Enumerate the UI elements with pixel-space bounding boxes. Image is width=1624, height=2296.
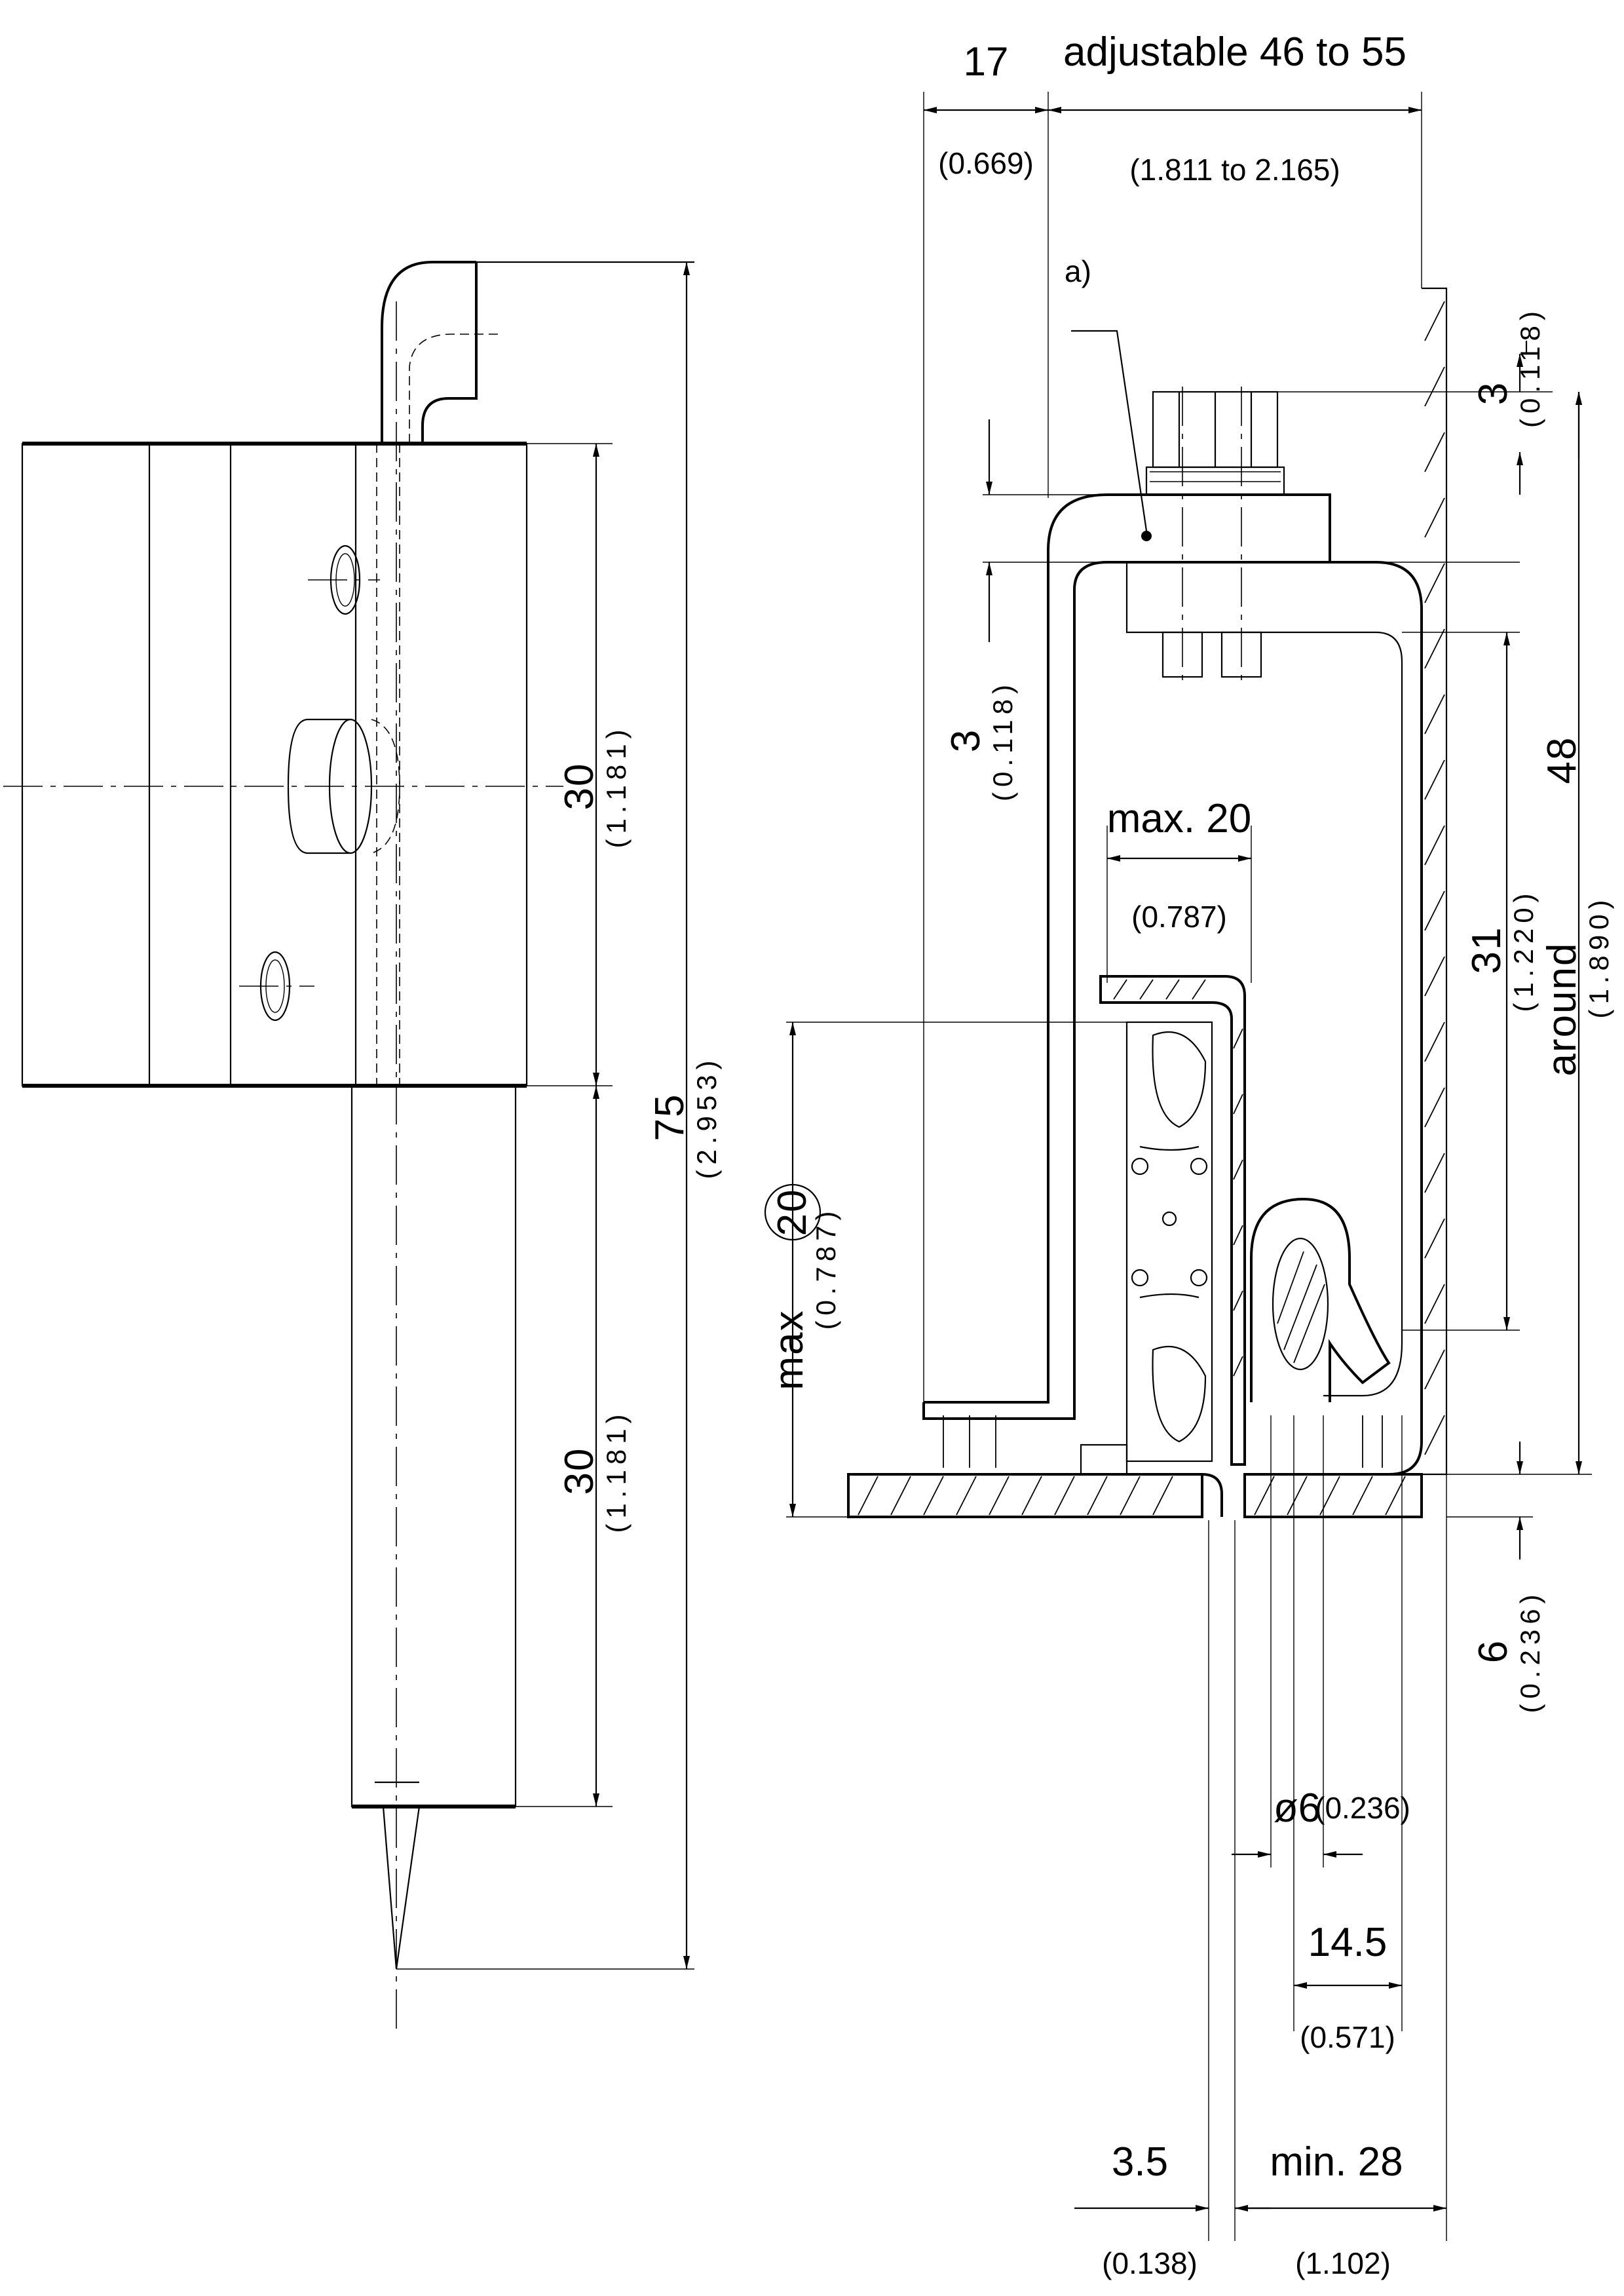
hook-outer <box>381 261 476 444</box>
dim-around48: 48 <box>1539 737 1585 784</box>
dim-17-inch: (0.669) <box>938 146 1034 180</box>
pin-tip <box>382 1806 421 1970</box>
dim-75-inch: (2.953) <box>691 1055 722 1179</box>
dim-30-upper-inch: (1.181) <box>601 724 632 848</box>
dim-min28-inch: (1.102) <box>1295 2246 1391 2280</box>
dim-adjustable-inch: (1.811 to 2.165) <box>1129 153 1340 187</box>
dim-17: 17 <box>964 39 1009 85</box>
dim-3-left-inch: (0.118) <box>987 679 1018 801</box>
dim-6-inch: (0.236) <box>1515 1589 1545 1713</box>
lower-screw-hole <box>239 951 314 1022</box>
hex-nut <box>1145 391 1285 496</box>
left-side-view: 30 (1.181) 30 (1.181) 75 (2.953) <box>3 261 722 2031</box>
door-profile <box>1099 975 1246 1466</box>
dim-max20-vertical-circle <box>764 1183 821 1241</box>
door-panel <box>847 1415 1423 1518</box>
weld-point <box>1141 531 1152 541</box>
upper-screw-hole <box>308 545 380 615</box>
dim-6: 6 <box>1471 1639 1516 1663</box>
dim-around48-inch: (1.890) <box>1583 894 1614 1018</box>
frame-wall <box>1422 287 1448 1476</box>
dim-phi6: ø6 <box>1274 1786 1321 1831</box>
dim-30-lower-inch: (1.181) <box>601 1409 632 1533</box>
dim-3-5-inch: (0.138) <box>1102 2246 1198 2280</box>
dim-3-top: 3 <box>1471 381 1516 405</box>
hook-inner <box>421 262 478 444</box>
dim-14-5-inch: (0.571) <box>1300 2020 1395 2054</box>
dim-phi6-inch: (0.236) <box>1315 1791 1410 1825</box>
dim-min28: min. 28 <box>1270 2139 1403 2185</box>
block-outline <box>21 442 528 1087</box>
bracket-inner-2 <box>1125 562 1403 1397</box>
pin-eye <box>1250 1197 1391 1402</box>
dim-3-left: 3 <box>943 729 989 752</box>
dim-31: 31 <box>1464 927 1509 974</box>
right-section-view: a) 17 (0.669) adjustable 46 to 55 (1.811… <box>764 29 1614 2280</box>
note-a-leader <box>1071 330 1148 531</box>
dim-30-lower: 30 <box>557 1447 602 1495</box>
dim-30-upper: 30 <box>557 763 602 811</box>
note-a: a) <box>1065 254 1091 288</box>
dim-around48-label: around <box>1539 942 1585 1076</box>
dim-3-5: 3.5 <box>1112 2139 1168 2185</box>
dim-75: 75 <box>647 1094 692 1141</box>
dim-adjustable: adjustable 46 to 55 <box>1063 29 1407 75</box>
dim-3-top-inch: (0.118) <box>1515 306 1545 428</box>
dim-max20-vertical-label: max <box>766 1309 812 1390</box>
gasket <box>1125 1021 1213 1463</box>
dim-max20-inch: (0.787) <box>1131 900 1227 934</box>
center-boss <box>287 718 400 854</box>
dim-31-inch: (1.220) <box>1508 888 1539 1012</box>
pin-shaft <box>350 1084 517 1808</box>
dim-max20: max. 20 <box>1107 796 1252 841</box>
dim-max20-vertical-inch: (0.787) <box>810 1206 841 1330</box>
dim-max20-vertical: 20 <box>770 1189 815 1236</box>
dim-14-5: 14.5 <box>1308 1920 1388 1965</box>
